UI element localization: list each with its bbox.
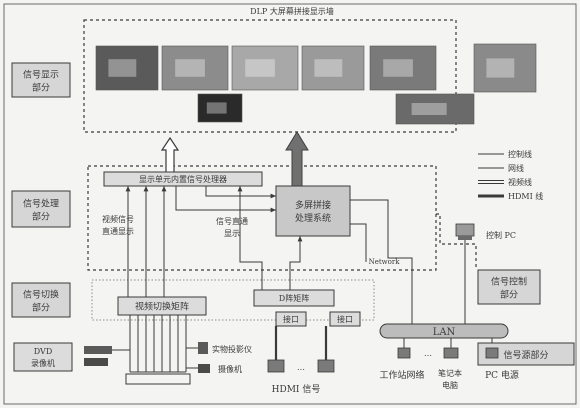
- label-hdmi-signal: HDMI 信号: [272, 383, 321, 395]
- workstation-icon: [398, 348, 410, 358]
- pc-icon: [486, 348, 498, 358]
- label-hdmi-ellipsis: …: [297, 363, 305, 372]
- wall-image-highlight-7: [207, 102, 227, 113]
- label-camera: 摄像机: [218, 364, 242, 374]
- node-label-port-1: 接口: [283, 314, 299, 324]
- control-pc-icon-base: [458, 236, 472, 240]
- wall-image-highlight-1: [108, 59, 136, 77]
- visualizer-icon: [198, 342, 208, 354]
- wall-image-highlight-3: [245, 59, 275, 77]
- legend-label-3: 视频线: [508, 177, 532, 187]
- wall-image-highlight-6: [486, 58, 514, 77]
- legend-label-1: 控制线: [508, 149, 532, 159]
- camera-icon: [198, 364, 210, 373]
- dvd-device-icon: [84, 346, 112, 354]
- zone-label-source: 信号源部分: [503, 349, 548, 361]
- laptop-icon: [444, 348, 458, 358]
- recorder-device-icon: [84, 358, 108, 366]
- control-pc-icon: [456, 224, 474, 236]
- wall-image-highlight-4: [314, 59, 342, 77]
- legend-label-4: HDMI 线: [508, 191, 543, 201]
- label-pc-in: PC 电源: [485, 369, 519, 381]
- node-label-lan: LAN: [433, 327, 456, 338]
- node-label-dvi-matrix: D阵矩阵: [279, 293, 309, 303]
- node-label-bg-processor: 显示单元内置信号处理器: [139, 174, 227, 184]
- wall-image-highlight-2: [175, 59, 205, 77]
- hdmi-laptop-icon-2: [318, 360, 334, 372]
- label-visualizer: 实物投影仪: [212, 344, 252, 354]
- node-label-port-2: 接口: [337, 314, 353, 324]
- label-workstation: 工作站网络: [379, 369, 424, 381]
- label-network: Network: [369, 258, 401, 266]
- wall-image-highlight-8: [412, 103, 447, 115]
- hdmi-laptop-icon-1: [268, 360, 284, 372]
- diagram-title: DLP 大屏幕拼接显示墙: [250, 6, 334, 16]
- node-label-video-matrix: 视频切换矩阵: [135, 300, 189, 312]
- legend-label-2: 网线: [508, 163, 524, 173]
- node-label-control-pc: 控制 PC: [486, 230, 516, 240]
- node-splicer: [276, 186, 350, 236]
- label-lan-ellipsis: …: [424, 349, 432, 358]
- wall-image-highlight-5: [383, 59, 413, 77]
